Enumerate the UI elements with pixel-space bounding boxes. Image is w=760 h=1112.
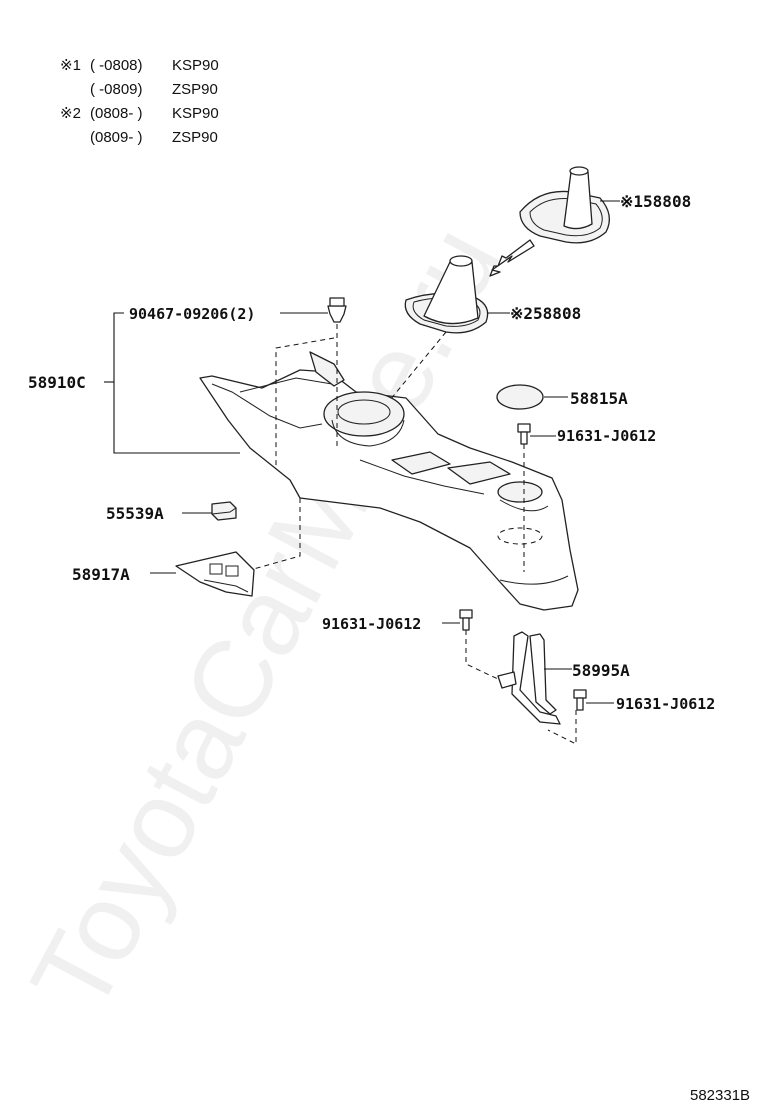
part-label-clip: 90467-09206(2)	[129, 305, 255, 323]
console-leader	[113, 312, 240, 454]
applicability-notes: ※1 ( -0808) KSP90 ( -0809) ZSP90 ※2 (080…	[60, 57, 219, 146]
bolt-right-drawing	[573, 689, 587, 711]
note-2-model: ZSP90	[172, 81, 218, 98]
cap-drawing	[496, 384, 544, 410]
switch-drawing	[211, 501, 237, 521]
note-1-marker: ※1	[60, 57, 81, 74]
note-3-marker: ※2	[60, 105, 81, 122]
panel-drawing	[175, 551, 255, 597]
assembly-guides	[249, 324, 577, 745]
clip-drawing	[327, 297, 347, 323]
bolt-upper-drawing	[517, 423, 531, 445]
bolt-left-drawing	[459, 609, 473, 631]
shift-boot-2-drawing	[404, 255, 489, 334]
part-label-bolt-right: 91631-J0612	[616, 695, 715, 713]
note-4-range: (0809- )	[90, 129, 143, 146]
part-label-boot-1: ※158808	[620, 192, 691, 211]
note-1-model: KSP90	[172, 57, 219, 74]
figure-code: 582331B	[690, 1087, 750, 1104]
bracket-drawing	[497, 631, 561, 725]
note-3-model: KSP90	[172, 105, 219, 122]
shift-boot-1-drawing	[519, 166, 611, 244]
note-1-range: ( -0808)	[90, 57, 143, 74]
part-label-panel: 58917A	[72, 565, 130, 584]
part-label-boot-2: ※258808	[510, 304, 581, 323]
part-label-bolt-left: 91631-J0612	[322, 615, 421, 633]
part-label-bracket: 58995A	[572, 661, 630, 680]
part-label-switch: 55539A	[106, 504, 164, 523]
part-label-console: 58910C	[28, 373, 86, 392]
note-3-range: (0808- )	[90, 105, 143, 122]
part-label-bolt-upper: 91631-J0612	[557, 427, 656, 445]
console-drawing	[199, 351, 579, 611]
note-2-range: ( -0809)	[90, 81, 143, 98]
direction-arrow	[489, 239, 535, 277]
part-label-cap: 58815A	[570, 389, 628, 408]
note-4-model: ZSP90	[172, 129, 218, 146]
